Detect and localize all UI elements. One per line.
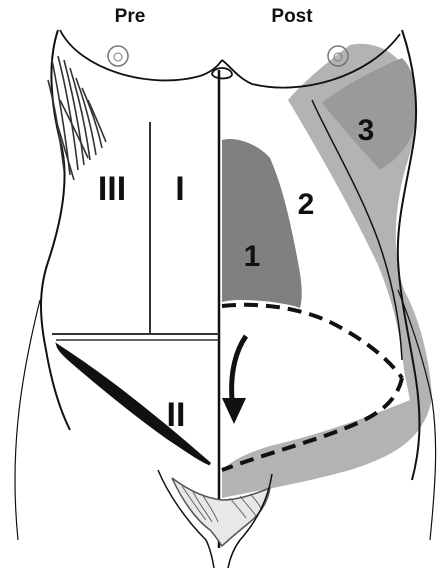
post-excision-upper-dashed xyxy=(222,305,402,378)
advancement-arrow-head xyxy=(222,398,246,424)
advancement-arrow xyxy=(232,336,246,400)
pre-incision-wedge xyxy=(58,346,210,464)
nipple-left xyxy=(108,46,128,66)
nipple-left-inner xyxy=(114,53,122,61)
flank-hatching xyxy=(48,56,106,180)
pre-hip-contour xyxy=(15,300,40,540)
pre-zone-i-label: I xyxy=(175,170,184,208)
breast-left xyxy=(60,30,222,80)
pre-zone-iii-label: III xyxy=(98,170,126,208)
post-region-1-dark xyxy=(222,139,302,308)
pre-zone-ii-label: II xyxy=(167,396,186,434)
navel xyxy=(212,68,232,79)
post-region-3-label: 3 xyxy=(358,114,375,147)
header-post: Post xyxy=(271,6,313,27)
header-pre: Pre xyxy=(115,6,146,27)
post-region-2-label: 2 xyxy=(298,188,315,221)
post-region-1-label: 1 xyxy=(244,240,261,273)
